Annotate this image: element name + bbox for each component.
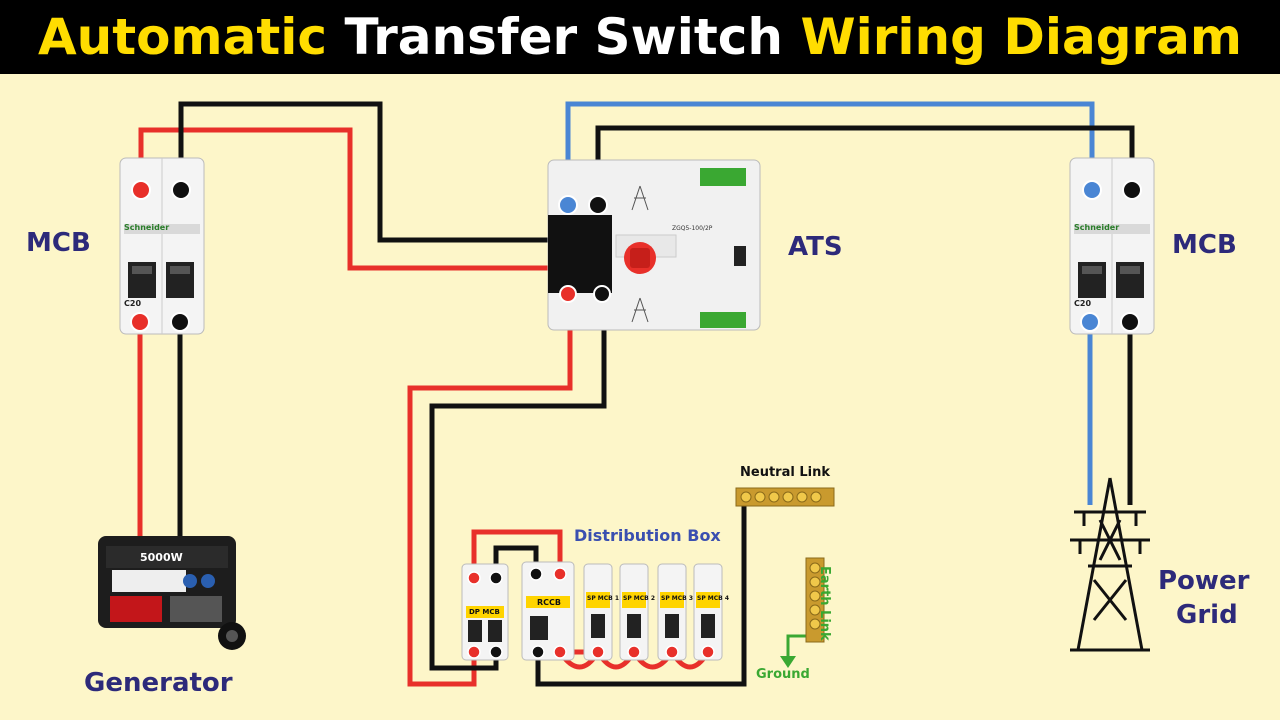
title-bar: Automatic Transfer Switch Wiring Diagram xyxy=(0,0,1280,74)
svg-text:5000W: 5000W xyxy=(140,551,183,564)
earth-link-icon xyxy=(805,557,825,643)
mcb-right-label: MCB xyxy=(1172,230,1237,260)
earth-link-label: Earth Link xyxy=(817,566,832,641)
title-automatic: Automatic xyxy=(37,8,328,66)
ground-label: Ground xyxy=(756,667,810,682)
wire-dp-rccb-neutral xyxy=(493,545,539,576)
distribution-box-label: Distribution Box xyxy=(574,526,721,545)
neutral-link-label: Neutral Link xyxy=(740,465,830,480)
mcb-left-device: Schneider C20 xyxy=(119,157,205,335)
sp-mcb-1-label: SP MCB 1 xyxy=(587,595,620,602)
sp-mcb-3-label: SP MCB 3 xyxy=(661,595,694,602)
rccb-device xyxy=(521,561,575,661)
wire-grid-live-top xyxy=(565,101,1095,205)
svg-text:Schneider: Schneider xyxy=(124,223,169,232)
power-grid-label-line2: Grid xyxy=(1176,600,1238,630)
sp-mcb-4-label: SP MCB 4 xyxy=(697,595,730,602)
generator-label: Generator xyxy=(84,668,233,698)
ats-device: ZGQ5-100/2P xyxy=(547,159,761,331)
wiring-diagram: Schneider C20 Schneider C20 ZGQ5-100/2P xyxy=(98,101,1155,687)
sp-mcb-2-label: SP MCB 2 xyxy=(623,595,656,602)
title-transfer-switch: Transfer Switch xyxy=(327,8,801,66)
ground-arrow-icon xyxy=(780,656,796,668)
sp-mcb-devices xyxy=(583,563,723,661)
generator-icon: 5000W xyxy=(98,536,246,650)
svg-text:Schneider: Schneider xyxy=(1074,223,1119,232)
mcb-right-device: Schneider C20 xyxy=(1069,157,1155,335)
wire-out-neutral xyxy=(429,296,607,671)
power-tower-icon xyxy=(1070,477,1150,652)
title-wiring-diagram: Wiring Diagram xyxy=(800,8,1242,66)
neutral-link-icon xyxy=(735,487,835,507)
wire-gen-live-top xyxy=(138,127,571,290)
wire-dp-rccb-live xyxy=(471,529,563,576)
rccb-label: RCCB xyxy=(537,598,561,607)
mcb-left-label: MCB xyxy=(26,228,91,258)
wire-out-live xyxy=(407,296,573,687)
svg-text:C20: C20 xyxy=(1074,299,1091,308)
power-grid-label-line1: Power xyxy=(1158,566,1250,596)
svg-text:C20: C20 xyxy=(124,299,141,308)
wire-neutral-link xyxy=(535,498,747,687)
wire-earth xyxy=(786,634,814,658)
dp-mcb-label: DP MCB xyxy=(469,608,500,616)
ats-label: ATS xyxy=(788,232,843,262)
dp-mcb-device xyxy=(461,563,509,661)
svg-text:ZGQ5-100/2P: ZGQ5-100/2P xyxy=(672,225,713,232)
